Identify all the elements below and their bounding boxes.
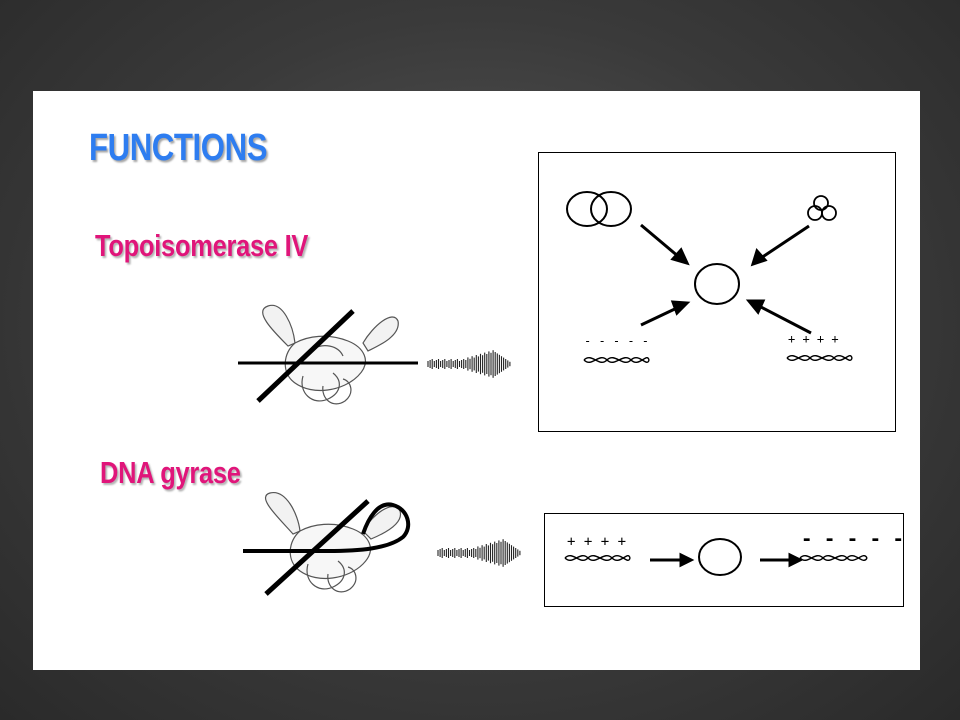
negative-supercoil-icon <box>583 357 650 363</box>
slide-title: FUNCTIONS <box>89 127 268 169</box>
negative-supercoil-icon <box>799 555 868 561</box>
positive-supercoil-label: + + + + <box>567 534 627 550</box>
dna-gyrase-product-box: + + + + - - - - - <box>544 513 904 607</box>
relaxed-circle-icon <box>694 263 740 305</box>
dna-gyrase-label: DNA gyrase <box>100 455 241 490</box>
dna-gyrase-enzyme-illustration <box>243 492 411 596</box>
topoisomerase-iv-enzyme-illustration <box>238 304 418 405</box>
knotted-dna-icon <box>807 195 837 221</box>
topoisomerase-iv-label: Topoisomerase IV <box>95 228 309 263</box>
positive-supercoil-icon <box>564 555 631 561</box>
negative-supercoil-label: - - - - - <box>801 528 904 550</box>
waveform-arrow-1 <box>427 350 511 378</box>
relaxed-circle-icon <box>698 538 742 576</box>
positive-supercoil-label: + + + + <box>788 332 839 346</box>
positive-supercoil-icon <box>786 355 853 361</box>
catenated-circles-icon <box>566 191 632 227</box>
topoisomerase-iv-product-box: - - - - - + + + + <box>538 152 896 432</box>
waveform-arrow-2 <box>437 539 521 567</box>
negative-supercoil-label: - - - - - <box>584 334 650 348</box>
slide: FUNCTIONS Topoisomerase IV DNA gyrase <box>33 91 920 670</box>
